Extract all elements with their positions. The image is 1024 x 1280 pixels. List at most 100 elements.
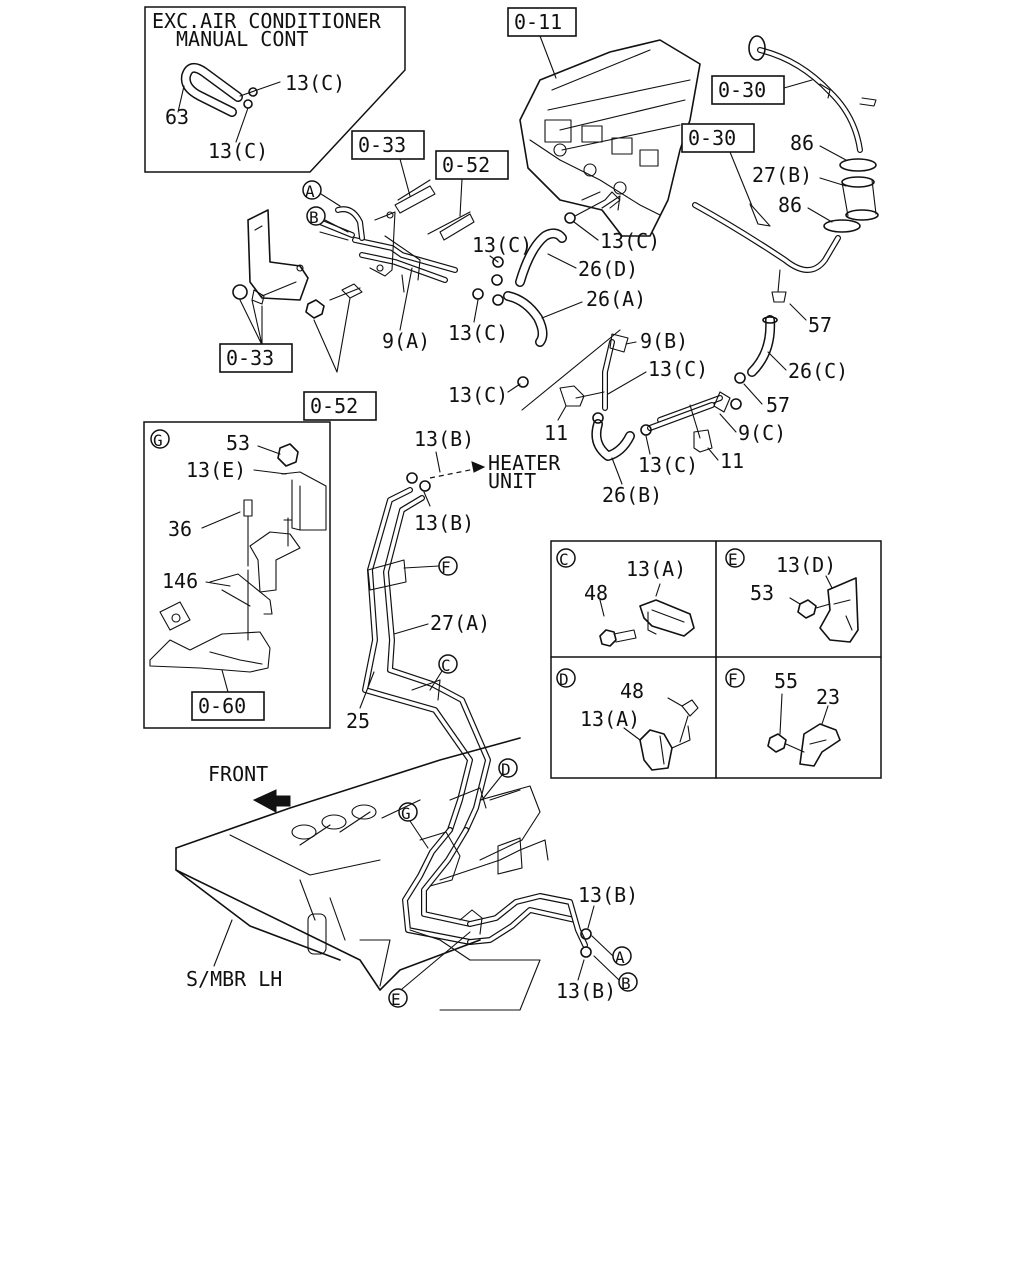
label-26b: 26(B)	[602, 483, 662, 507]
bolt-nut-group	[232, 281, 363, 319]
bolt-0-33-top	[394, 185, 436, 214]
label-13b-right-bottom: 13(B)	[556, 979, 616, 1003]
label-13b-right-top: 13(B)	[578, 883, 638, 907]
ref-box-0-52-bottom: 0-52	[303, 391, 377, 421]
label-11-right: 11	[720, 449, 744, 473]
circle-c-main: C	[429, 654, 458, 691]
ref-box-0-30-top: 0-30	[711, 75, 813, 105]
label-27a: 27(A)	[430, 611, 490, 635]
svg-text:0-33: 0-33	[226, 346, 274, 370]
circle-a-upper: A	[302, 180, 341, 207]
svg-text:0-30: 0-30	[688, 126, 736, 150]
ref-box-0-11: 0-11	[507, 7, 577, 37]
heater-unit-line1: HEATER	[488, 451, 561, 475]
label-13c-a: 13(C)	[472, 233, 532, 257]
leader-engine	[539, 35, 557, 79]
detail-e-letter: E	[728, 550, 738, 569]
label-146: 146	[162, 569, 198, 593]
label-13c-b: 13(C)	[600, 229, 660, 253]
detail-e-label-13d: 13(D)	[776, 553, 836, 577]
circle-b-lower: B	[593, 955, 638, 993]
pipe-assy-9a	[247, 179, 471, 301]
detail-d: D	[556, 668, 699, 771]
label-13c-f: 13(C)	[638, 453, 698, 477]
ref-box-0-52-top: 0-52	[435, 150, 509, 217]
pipe-assy-9b-9c	[521, 329, 731, 453]
label-9a: 9(A)	[382, 329, 430, 353]
svg-text:0-11: 0-11	[514, 10, 562, 34]
svg-text:A: A	[305, 182, 315, 201]
hose-26a	[503, 291, 548, 347]
circle-e-main: E	[388, 931, 471, 1009]
detail-e: E	[725, 548, 859, 643]
label-86-bottom: 86	[778, 193, 802, 217]
detail-e-label-53: 53	[750, 581, 774, 605]
detail-grid	[550, 540, 882, 779]
hose-26d	[515, 228, 567, 287]
label-53-g: 53	[226, 431, 250, 455]
side-member-label: S/MBR LH	[186, 967, 282, 991]
label-13b-under: 13(B)	[414, 511, 474, 535]
bolt-0-52-top	[439, 213, 475, 241]
circle-b-upper: B	[306, 206, 349, 233]
label-57-top: 57	[808, 313, 832, 337]
label-26c: 26(C)	[788, 359, 848, 383]
svg-text:0-52: 0-52	[442, 153, 490, 177]
detail-d-letter: D	[559, 670, 569, 689]
svg-text:0-60: 0-60	[198, 694, 246, 718]
label-57-bottom: 57	[766, 393, 790, 417]
detail-c-letter: C	[559, 550, 569, 569]
svg-text:0-30: 0-30	[718, 78, 766, 102]
heater-pipe-run	[362, 472, 592, 958]
ref-box-0-30-mid: 0-30	[681, 123, 755, 207]
label-13c-c: 13(C)	[448, 321, 508, 345]
label-9c: 9(C)	[738, 421, 786, 445]
engine-block	[519, 39, 701, 237]
inset-aircon: EXC.AIR CONDITIONER MANUAL CONT 63 13(C)…	[144, 6, 406, 173]
inset-aircon-label-63: 63	[165, 105, 189, 129]
ref-box-0-33-bottom: 0-33	[219, 343, 293, 373]
svg-text:G: G	[401, 804, 411, 823]
hose-26b	[591, 419, 635, 461]
label-13c-e: 13(C)	[648, 357, 708, 381]
inset-aircon-label-13c-top: 13(C)	[285, 71, 345, 95]
detail-c-label-13a: 13(A)	[626, 557, 686, 581]
circle-d-main: D	[481, 758, 518, 801]
detail-c: C	[556, 548, 695, 647]
ref-box-0-33-top: 0-33	[351, 130, 425, 197]
label-36: 36	[168, 517, 192, 541]
svg-text:F: F	[441, 558, 451, 577]
heater-unit-line2: UNIT	[488, 469, 536, 493]
label-86-top: 86	[790, 131, 814, 155]
svg-text:0-33: 0-33	[358, 133, 406, 157]
label-13b-top: 13(B)	[414, 427, 474, 451]
circle-a-lower: A	[591, 935, 632, 967]
circle-g-main: G	[398, 802, 429, 849]
svg-text:E: E	[391, 990, 401, 1009]
label-25: 25	[346, 709, 370, 733]
hose-clamps-lower	[592, 372, 746, 436]
detail-f: F	[725, 668, 841, 767]
detail-f-letter: F	[728, 670, 738, 689]
label-11-left: 11	[544, 421, 568, 445]
svg-text:A: A	[615, 948, 625, 967]
svg-text:0-52: 0-52	[310, 394, 358, 418]
hose-26c	[747, 315, 778, 377]
detail-d-label-13a: 13(A)	[580, 707, 640, 731]
detail-f-label-23: 23	[816, 685, 840, 709]
inset-aircon-label-13c-bottom: 13(C)	[208, 139, 268, 163]
label-26d: 26(D)	[578, 257, 638, 281]
svg-text:D: D	[501, 760, 511, 779]
chassis-frame	[175, 737, 549, 1011]
detail-f-label-55: 55	[774, 669, 798, 693]
inset-g-circle-letter: G	[153, 431, 163, 450]
label-13c-d: 13(C)	[448, 383, 508, 407]
label-13e: 13(E)	[186, 458, 246, 482]
circle-f-main: F	[403, 556, 458, 577]
svg-text:C: C	[441, 656, 451, 675]
coolant-pipes-upper-right	[692, 35, 879, 303]
label-27b: 27(B)	[752, 163, 812, 187]
inset-g: G	[143, 421, 331, 729]
svg-text:B: B	[309, 208, 319, 227]
